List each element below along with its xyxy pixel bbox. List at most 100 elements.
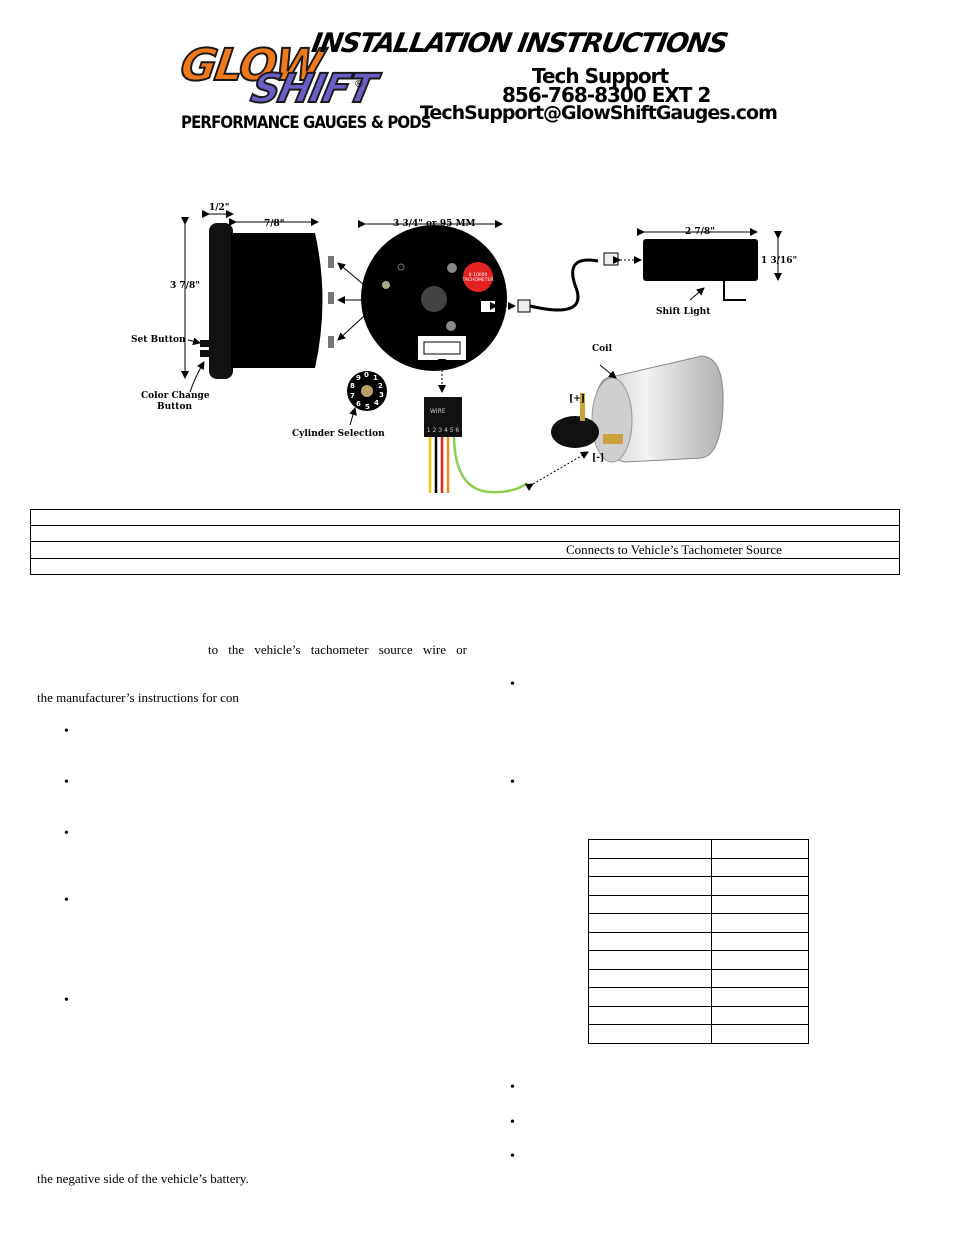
cylinder-dial-small <box>382 281 390 289</box>
table-row <box>30 509 900 526</box>
wiring-table: Connects to Vehicle’s Tachometer Source <box>30 509 900 575</box>
dial-digit: 4 <box>374 399 379 407</box>
face-stud-1 <box>447 263 457 273</box>
table-cell <box>588 839 712 859</box>
bullet-point: • <box>510 775 515 790</box>
bullet-point: • <box>510 1115 515 1130</box>
face-connector-slot <box>423 341 461 355</box>
table-row <box>588 913 809 933</box>
tech-support-email: TechSupport@GlowShiftGauges.com <box>420 102 778 124</box>
dial-digits: 0 1 2 3 4 5 6 7 8 9 <box>347 371 387 411</box>
table-row <box>30 525 900 542</box>
table-row <box>588 931 809 951</box>
tachometer-badge <box>463 262 493 292</box>
table-cell <box>588 1024 712 1044</box>
table-row <box>588 857 809 877</box>
left-text-line-1: to the vehicle’s tachometer source wire … <box>208 642 467 657</box>
table-cell <box>30 525 900 542</box>
dial-digit: 7 <box>350 392 355 400</box>
table-cell <box>588 968 712 988</box>
table-cell <box>30 558 900 575</box>
table-cell <box>588 876 712 896</box>
cylinder-selection-label: Cylinder Selection <box>292 429 385 439</box>
table-row <box>588 1005 809 1025</box>
dim-depth: 7/8" <box>264 219 285 229</box>
table-cell <box>588 1005 712 1025</box>
shift-light-bracket <box>723 239 746 301</box>
table-cell <box>588 857 712 877</box>
table-cell <box>711 931 809 951</box>
dial-digit: 2 <box>378 382 383 390</box>
table-cell <box>588 894 712 914</box>
table-cell <box>711 876 809 896</box>
table-cell-tach-source: Connects to Vehicle’s Tachometer Source <box>30 541 900 559</box>
gauge-diagram: 0-10000 TACHOMETER 1 2 3 4 5 6 1/2" 7/8"… <box>131 203 797 494</box>
face-stud-2 <box>446 321 456 331</box>
table-cell <box>588 987 712 1007</box>
ignition-coil <box>551 355 724 463</box>
dim-shift-height: 1 3/16" <box>761 256 797 266</box>
shift-light-body <box>643 239 758 281</box>
dim-half: 1/2" <box>209 203 230 213</box>
table-cell <box>711 857 809 877</box>
dial-digit: 9 <box>356 374 361 382</box>
coil-positive-label: [+] <box>569 394 585 404</box>
table-row <box>588 876 809 896</box>
shift-light-cable <box>529 258 599 312</box>
table-cell <box>588 913 712 933</box>
bullet-point: • <box>64 893 69 908</box>
table-cell <box>711 1005 809 1025</box>
shift-light-label: Shift Light <box>656 307 711 317</box>
tech-support-phone: 856-768-8300 EXT 2 <box>502 83 711 107</box>
tech-support-label: Tech Support <box>532 64 669 88</box>
table-cell <box>711 839 809 859</box>
left-text-line-2: the manufacturer’s instructions for con <box>37 690 239 705</box>
color-change-label-2: Button <box>157 402 192 412</box>
plug-pins: 1 2 3 4 5 6 <box>427 427 460 434</box>
wire-green <box>452 436 528 494</box>
table-row <box>588 894 809 914</box>
bullet-point: • <box>64 775 69 790</box>
table-row: Connects to Vehicle’s Tachometer Source <box>30 541 900 559</box>
set-button-part <box>200 340 210 347</box>
registered-mark: ® <box>354 79 364 90</box>
gauge-body-side <box>231 233 323 368</box>
gauge-stud-mid <box>328 292 334 304</box>
table-cell <box>711 894 809 914</box>
bullet-point: • <box>510 677 515 692</box>
logo-tagline: PERFORMANCE GAUGES & PODS <box>181 113 432 133</box>
table-cell <box>711 987 809 1007</box>
set-button-label: Set Button <box>131 335 186 345</box>
bullet-point: • <box>510 1149 515 1164</box>
table-row <box>30 558 900 575</box>
dial-digit: 0 <box>364 371 369 379</box>
table-row <box>588 987 809 1007</box>
table-cell <box>711 950 809 970</box>
table-cell <box>711 968 809 988</box>
color-button-part <box>200 350 210 357</box>
dim-height: 3 7/8" <box>170 281 200 291</box>
table-row <box>588 839 809 859</box>
cylinder-selector-dial <box>347 371 387 411</box>
bullet-point: • <box>510 1080 515 1095</box>
plug-tag: WIRE <box>430 408 446 415</box>
page-title: INSTALLATION INSTRUCTIONS <box>309 28 730 59</box>
bullet-point: • <box>64 724 69 739</box>
dial-digit: 3 <box>379 391 384 399</box>
dial-digit: 6 <box>356 400 361 408</box>
bullet-point: • <box>64 826 69 841</box>
table-row <box>588 1024 809 1044</box>
gauge-bezel <box>209 223 233 379</box>
color-change-label-1: Color Change <box>141 391 210 401</box>
table-cell <box>711 913 809 933</box>
coil-label: Coil <box>592 344 613 354</box>
wire-plug <box>424 397 462 437</box>
table-cell <box>711 1024 809 1044</box>
gauge-knob <box>421 286 447 312</box>
coil-negative-label: [-] <box>592 453 604 463</box>
table-row <box>588 968 809 988</box>
gauge-stud-bottom <box>328 336 334 348</box>
table-cell <box>30 509 900 526</box>
badge-line-2: TACHOMETER <box>462 277 494 283</box>
shift-cable-plug-a <box>517 299 531 313</box>
